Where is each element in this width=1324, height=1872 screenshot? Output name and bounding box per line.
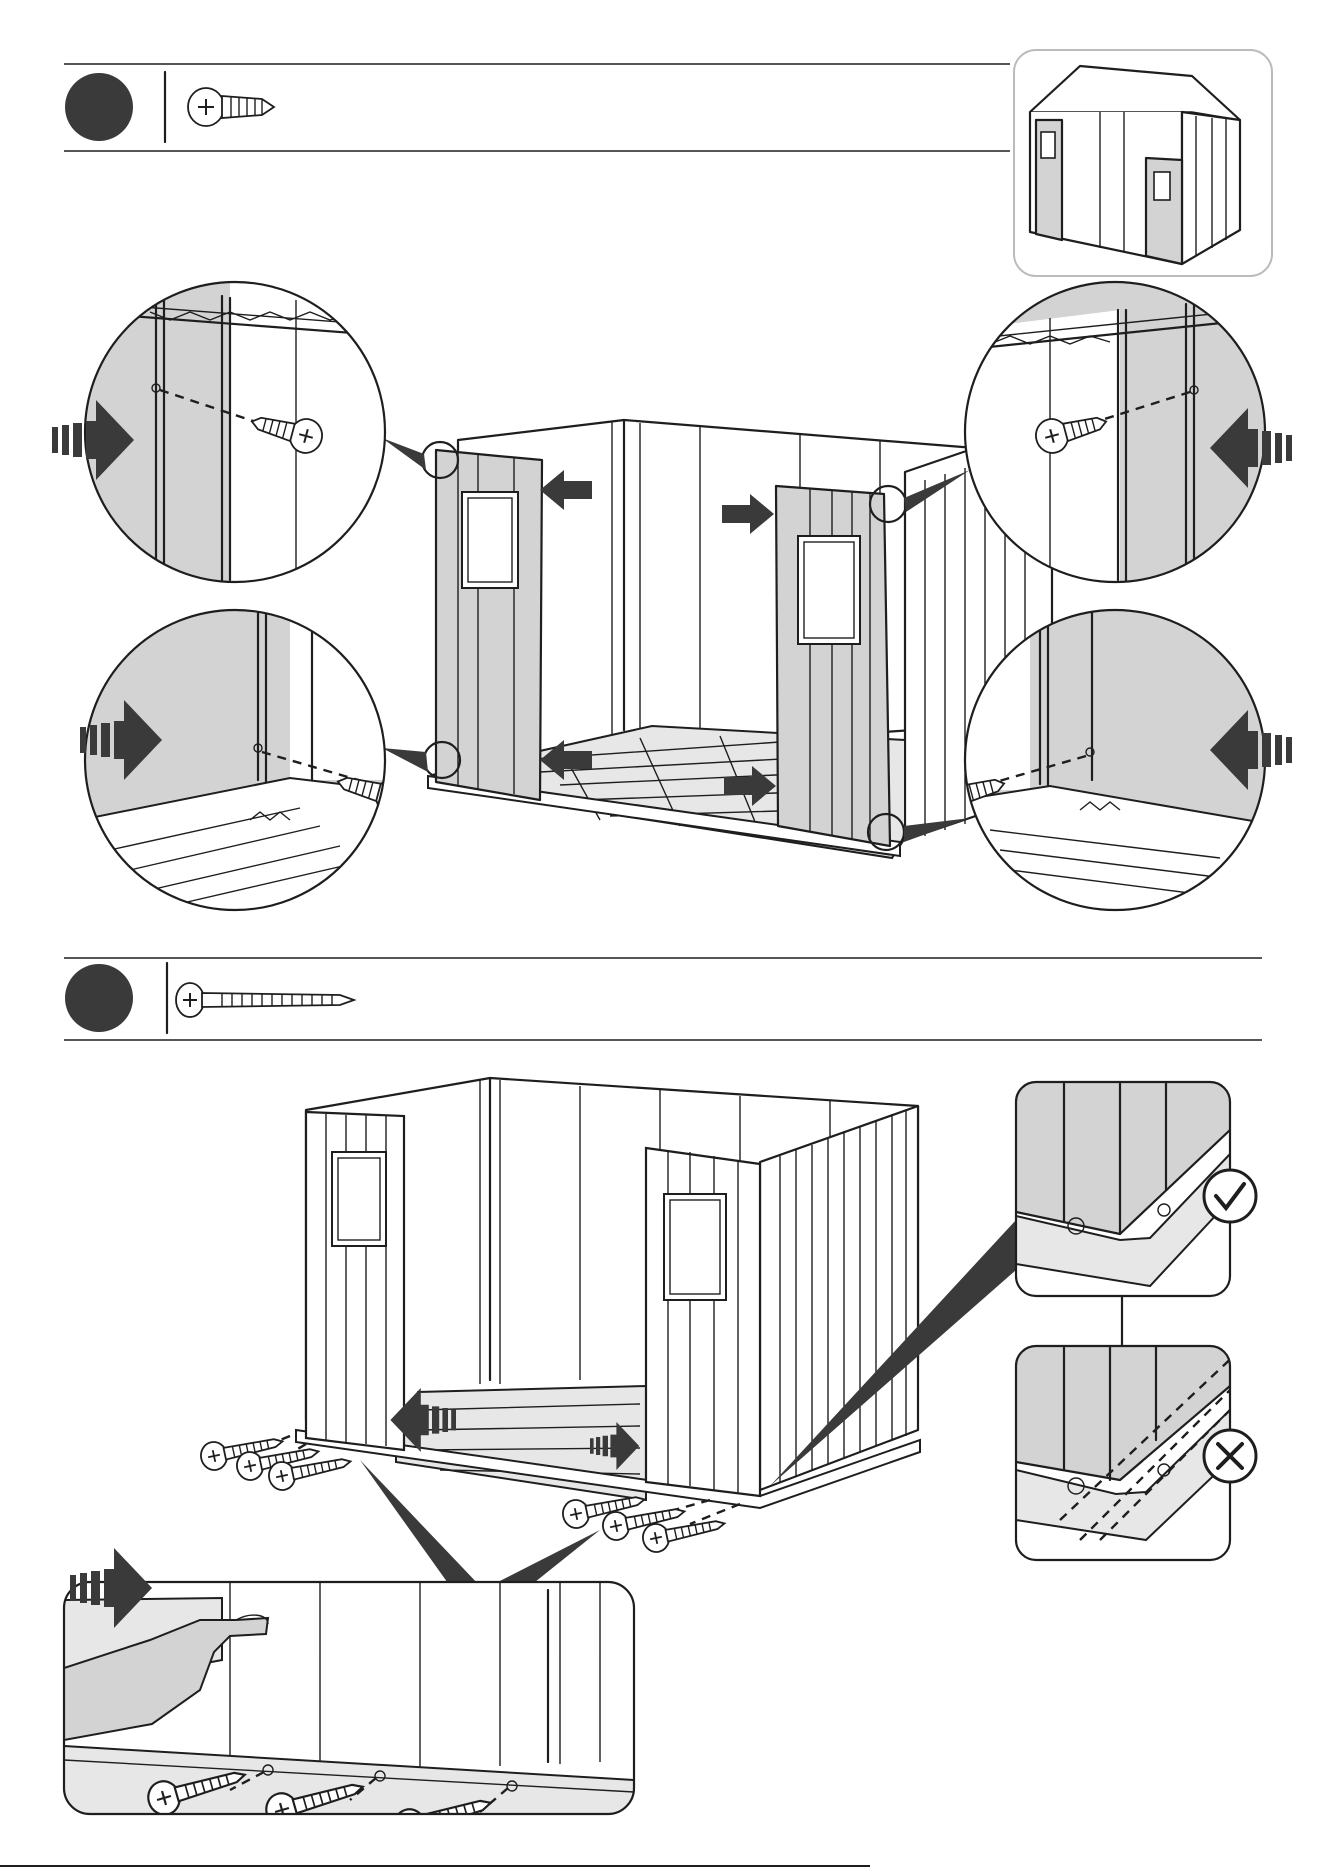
incorrect-cross-icon	[1204, 1430, 1256, 1482]
correct-checkmark-icon	[1204, 1170, 1256, 1222]
step1-badge	[65, 73, 133, 141]
step2-detail-correct	[1016, 1082, 1256, 1296]
step1-detail-top-left	[52, 280, 392, 590]
step2-shed-assembly	[198, 1078, 1016, 1586]
step1-shed-assembly	[382, 420, 1052, 858]
step1-short-screw-icon	[188, 88, 274, 126]
step2-long-screw-icon	[176, 983, 354, 1017]
step1-header	[64, 64, 1010, 151]
step2-detail-bottom	[64, 1548, 634, 1846]
shed-overview-icon	[1014, 50, 1272, 276]
step1-detail-bottom-left	[80, 600, 412, 920]
step2-badge	[65, 964, 133, 1032]
step2-detail-incorrect	[1016, 1346, 1280, 1560]
step2-header	[64, 958, 1262, 1040]
